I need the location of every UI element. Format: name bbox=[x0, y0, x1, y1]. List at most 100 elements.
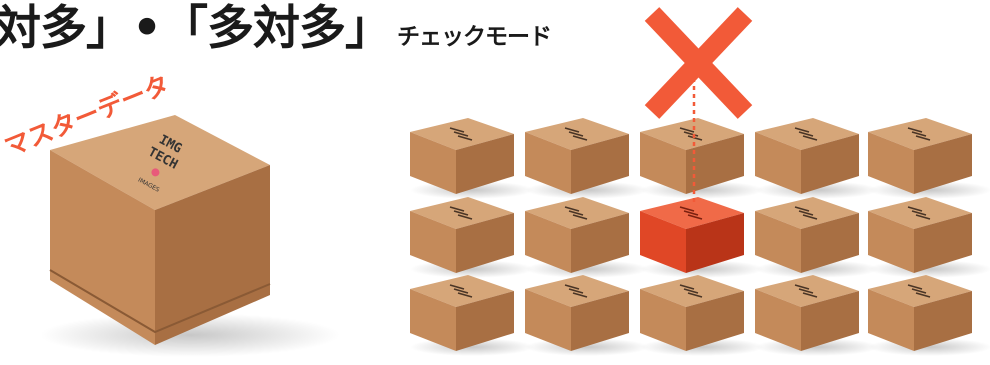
box-side bbox=[571, 134, 629, 194]
box-front bbox=[868, 132, 914, 194]
box-side bbox=[801, 291, 859, 351]
box-logo-mark bbox=[572, 135, 588, 141]
master-box-lid-rim bbox=[49, 269, 271, 334]
master-box-shadow bbox=[40, 313, 340, 357]
box-side bbox=[456, 213, 514, 273]
box-front bbox=[410, 289, 456, 351]
box-side bbox=[456, 134, 514, 194]
x-mark-icon bbox=[644, 7, 753, 119]
box-front bbox=[640, 132, 686, 194]
grid-box bbox=[640, 275, 764, 356]
box-logo-mark bbox=[802, 214, 818, 220]
box-logo-mark bbox=[907, 206, 923, 212]
box-front bbox=[640, 289, 686, 351]
box-logo-mark bbox=[798, 131, 814, 137]
box-side bbox=[686, 291, 744, 351]
box-logo-mark bbox=[572, 214, 588, 220]
box-logo-mark bbox=[453, 210, 469, 216]
box-logo-mark bbox=[679, 206, 695, 212]
grid-box bbox=[640, 118, 764, 199]
box-logo-mark bbox=[683, 131, 699, 137]
box-logo-mark bbox=[457, 292, 473, 298]
box-logo-mark bbox=[802, 292, 818, 298]
box-front bbox=[868, 211, 914, 273]
box-logo-mark bbox=[687, 292, 703, 298]
box-front bbox=[525, 289, 571, 351]
box-front bbox=[410, 132, 456, 194]
box-logo-mark bbox=[911, 288, 927, 294]
box-side bbox=[914, 213, 972, 273]
box-logo-mark bbox=[572, 292, 588, 298]
box-logo-mark bbox=[679, 284, 695, 290]
box-logo-mark bbox=[683, 210, 699, 216]
box-side bbox=[571, 291, 629, 351]
grid-box bbox=[868, 275, 990, 356]
box-logo-mark bbox=[568, 210, 584, 216]
box-logo-mark bbox=[449, 206, 465, 212]
grid-box bbox=[410, 275, 534, 356]
box-logo-mark bbox=[911, 131, 927, 137]
box-logo-mark bbox=[457, 214, 473, 220]
box-logo-mark bbox=[457, 135, 473, 141]
box-logo-mark bbox=[683, 288, 699, 294]
box-logo-mark bbox=[568, 288, 584, 294]
master-data-box: IMG TECH IMAGES bbox=[40, 115, 340, 357]
box-front bbox=[755, 211, 801, 273]
grid-box bbox=[525, 197, 649, 278]
heading-sub-text: チェックモード bbox=[397, 24, 552, 50]
box-front bbox=[640, 211, 686, 273]
box-side bbox=[456, 291, 514, 351]
box-logo-mark bbox=[911, 210, 927, 216]
box-logo-mark bbox=[907, 127, 923, 133]
box-logo-mark bbox=[794, 127, 810, 133]
box-logo-mark bbox=[449, 127, 465, 133]
box-front bbox=[755, 132, 801, 194]
box-logo-mark bbox=[794, 206, 810, 212]
box-logo-mark bbox=[453, 131, 469, 137]
master-box-top bbox=[50, 115, 270, 210]
box-logo-mark bbox=[564, 284, 580, 290]
grid-box bbox=[755, 118, 879, 199]
grid-box bbox=[755, 275, 879, 356]
box-logo-mark bbox=[798, 288, 814, 294]
heading-main-text: 対多」•「多対多」 bbox=[0, 1, 392, 56]
grid-box bbox=[525, 118, 649, 199]
box-logo-mark bbox=[915, 292, 931, 298]
master-logo-emblem-icon bbox=[151, 168, 160, 177]
box-front bbox=[868, 289, 914, 351]
box-logo-mark bbox=[798, 210, 814, 216]
box-logo-mark bbox=[564, 127, 580, 133]
box-front bbox=[410, 211, 456, 273]
box-side bbox=[801, 134, 859, 194]
grid-box bbox=[755, 197, 879, 278]
box-logo-mark bbox=[915, 214, 931, 220]
master-box-front bbox=[50, 150, 155, 345]
grid-box bbox=[410, 118, 534, 199]
box-logo-mark bbox=[794, 284, 810, 290]
box-logo-mark bbox=[449, 284, 465, 290]
box-front bbox=[525, 211, 571, 273]
box-logo-mark bbox=[679, 127, 695, 133]
box-grid bbox=[410, 118, 990, 356]
grid-box bbox=[525, 275, 649, 356]
grid-box bbox=[868, 118, 990, 199]
box-front bbox=[525, 132, 571, 194]
master-box-side bbox=[155, 165, 270, 345]
box-side bbox=[914, 134, 972, 194]
box-logo-mark bbox=[564, 206, 580, 212]
box-side bbox=[571, 213, 629, 273]
grid-box bbox=[868, 197, 990, 278]
box-side bbox=[686, 213, 744, 273]
box-logo-mark bbox=[687, 214, 703, 220]
box-logo-mark bbox=[453, 288, 469, 294]
box-side bbox=[686, 134, 744, 194]
page-heading: 対多」•「多対多」 チェックモード bbox=[0, 0, 552, 62]
box-side bbox=[801, 213, 859, 273]
highlighted-box bbox=[640, 197, 764, 278]
box-logo-mark bbox=[568, 131, 584, 137]
box-logo-mark bbox=[907, 284, 923, 290]
box-logo-mark bbox=[915, 135, 931, 141]
box-logo-mark bbox=[802, 135, 818, 141]
box-front bbox=[755, 289, 801, 351]
